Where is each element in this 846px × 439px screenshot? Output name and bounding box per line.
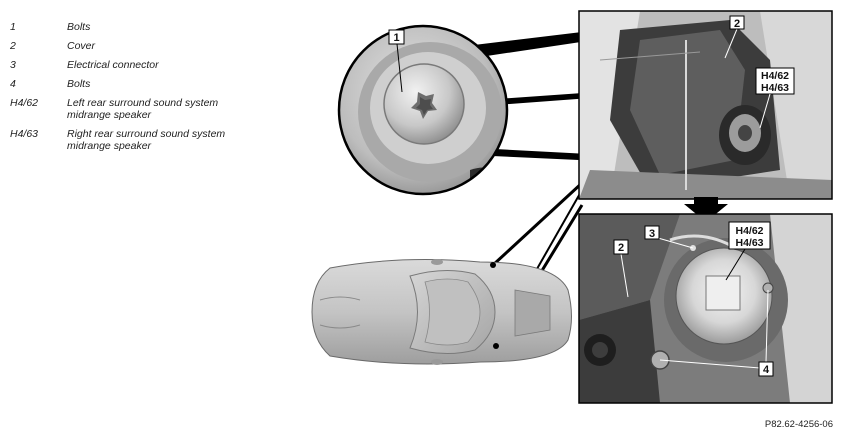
callout-label: 1 xyxy=(393,32,399,44)
callout-h4-bottom: H4/62 H4/63 xyxy=(725,221,771,281)
callout-h4-top: H4/62 H4/63 xyxy=(755,67,795,129)
callout-label: 2 xyxy=(618,242,624,254)
legend-code: 4 xyxy=(10,78,16,90)
down-arrow-icon xyxy=(684,197,728,222)
top-photo-panel xyxy=(578,10,833,200)
callout-label: 4 xyxy=(763,364,770,376)
legend-item-3: 3 Electrical connector xyxy=(10,59,310,71)
callout-label: H4/63 xyxy=(735,237,763,249)
legend-code: H4/63 xyxy=(10,128,39,140)
callout-label: H4/62 xyxy=(761,70,789,82)
legend-text: Cover xyxy=(67,40,96,52)
legend-item-1: 1 Bolts xyxy=(10,21,310,33)
bottom-photo-panel xyxy=(578,213,833,404)
callout-1: 1 xyxy=(388,29,405,93)
callout-2-bottom: 2 xyxy=(613,239,629,298)
callout-4: 4 xyxy=(659,289,774,377)
legend-code: 2 xyxy=(10,40,16,52)
callout-label: 3 xyxy=(649,228,655,240)
callout-2-top: 2 xyxy=(724,15,745,59)
bolt-detail-circle xyxy=(337,24,509,196)
legend-code: 3 xyxy=(10,59,16,71)
legend-code: 1 xyxy=(10,21,16,33)
legend-text: Bolts xyxy=(67,78,91,90)
legend-item-4: 4 Bolts xyxy=(10,78,310,90)
callout-label: 2 xyxy=(734,18,740,30)
legend-code: H4/62 xyxy=(10,97,39,109)
callout-3: 3 xyxy=(644,225,694,249)
legend: 1 Bolts 2 Cover 3 Electrical connector 4… xyxy=(10,21,310,159)
legend-item-h4-63: H4/63 Right rear surround sound system m… xyxy=(10,128,310,152)
legend-text: Right rear surround sound system midrang… xyxy=(67,128,226,152)
callout-label: H4/62 xyxy=(735,225,763,237)
legend-item-h4-62: H4/62 Left rear surround sound system mi… xyxy=(10,97,310,121)
legend-text: Bolts xyxy=(67,21,91,33)
legend-item-2: 2 Cover xyxy=(10,40,310,52)
figure-id: P82.62-4256-06 xyxy=(764,419,833,430)
callout-label: H4/63 xyxy=(761,82,789,94)
vehicle-top-view xyxy=(311,259,572,365)
legend-text: Left rear surround sound system midrange… xyxy=(67,97,219,121)
legend-text: Electrical connector xyxy=(67,59,159,71)
